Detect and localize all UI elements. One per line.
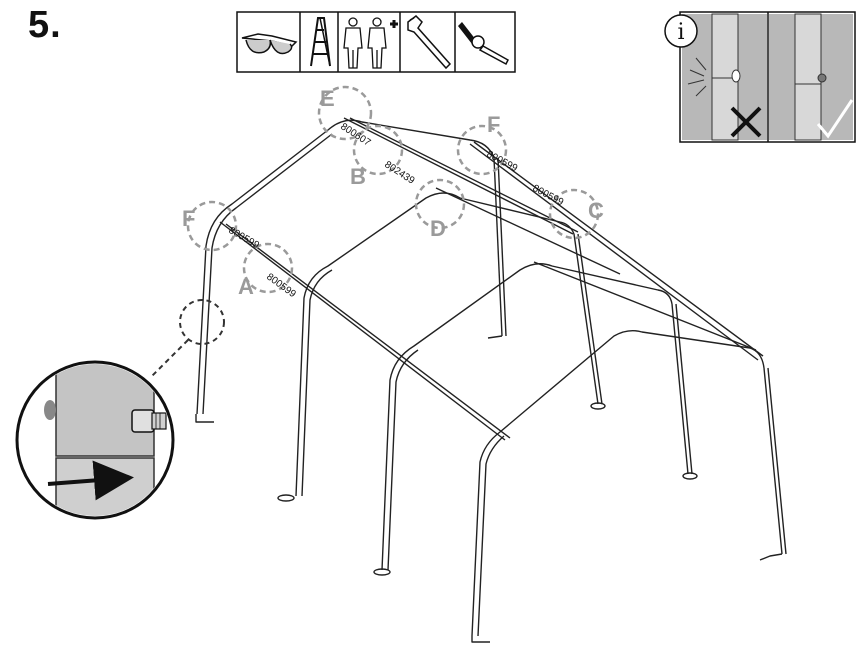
bolt-icon xyxy=(131,409,167,433)
callout-letter-f-right: F xyxy=(487,112,500,137)
info-glyph: i xyxy=(677,20,684,45)
callout-circle-e xyxy=(317,85,373,141)
part-number-label: 800599 xyxy=(264,272,298,301)
frame-structure xyxy=(195,117,787,643)
callout-letter-b: B xyxy=(350,164,366,189)
incorrect-cross-icon xyxy=(730,106,762,138)
callout-circle-b xyxy=(352,124,404,176)
step-number: 5. xyxy=(28,4,62,46)
tools-bar xyxy=(236,11,516,73)
detail-magnifier xyxy=(15,299,225,520)
info-icon xyxy=(664,14,698,48)
callout-circle-a xyxy=(242,242,294,294)
step-ladder-icon xyxy=(310,17,331,67)
part-number-label: 800599 xyxy=(531,183,566,209)
correct-check-icon xyxy=(816,99,854,139)
callout-letter-f-left: F xyxy=(182,206,195,231)
callout-circle-f-right xyxy=(456,124,508,176)
callout-letter-c: C xyxy=(588,198,604,223)
info-panel: i xyxy=(664,11,856,143)
two-person-icon xyxy=(343,17,398,69)
callout-letter-d: D xyxy=(430,216,446,241)
socket-ratchet-icon xyxy=(458,22,509,66)
callout-letter-e: E xyxy=(320,86,335,111)
wrench-icon xyxy=(407,15,452,70)
callout-circle-d xyxy=(414,178,466,230)
callout-letter-a: A xyxy=(238,274,254,299)
callout-circle-c xyxy=(548,188,600,240)
part-number-label: 800599 xyxy=(485,149,520,175)
part-number-label: 802439 xyxy=(382,159,416,187)
callout-circle-f-left xyxy=(186,200,238,252)
safety-glasses-icon xyxy=(241,33,298,55)
direction-arrow-icon xyxy=(47,460,134,501)
